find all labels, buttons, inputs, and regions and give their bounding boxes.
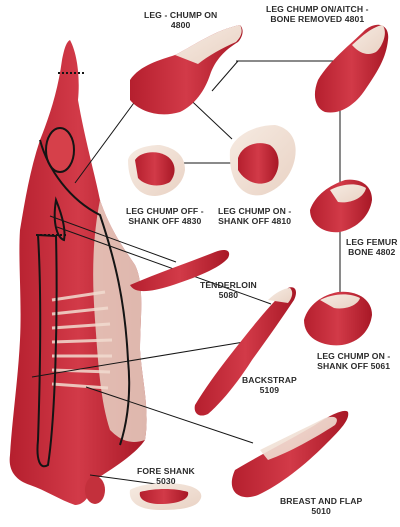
label-name-line2: BONE 4802 [346, 247, 398, 257]
label-name-part: BONE REMOVED [270, 14, 343, 24]
label-name-part: BONE [348, 247, 374, 257]
label-leg-femur-bone: LEG FEMUR BONE 4802 [346, 237, 398, 257]
carcass-loin-outline [39, 139, 131, 446]
label-backstrap: BACKSTRAP 5109 [242, 375, 297, 395]
cut-image-leg-chump-on-shank-off-4810 [229, 125, 296, 196]
label-name-line1: LEG CHUMP ON/AITCH - [266, 4, 369, 14]
label-name: LEG - CHUMP ON [144, 10, 218, 20]
label-name-part: SHANK OFF [218, 216, 270, 226]
carcass-backstrap-outline [36, 233, 58, 468]
label-leg-chump-on: LEG - CHUMP ON 4800 [144, 10, 217, 30]
label-name: BREAST AND FLAP [280, 496, 363, 506]
label-code: 4802 [375, 247, 396, 257]
label-breast-and-flap: BREAST AND FLAP 5010 [280, 496, 362, 516]
label-name-line1: LEG CHUMP ON - [317, 351, 391, 361]
cut-image-breast-and-flap [231, 410, 349, 498]
side-carcass [9, 40, 147, 505]
label-code: 4801 [344, 14, 365, 24]
label-leg-chump-on-aitch-bone-removed: LEG CHUMP ON/AITCH - BONE REMOVED 4801 [266, 4, 369, 24]
label-code: 5030 [156, 476, 176, 486]
label-name-line1: LEG CHUMP OFF - [126, 206, 204, 216]
carcass-fat-flank [93, 200, 147, 442]
label-code: 5080 [218, 290, 239, 300]
label-name-line1: LEG FEMUR [346, 237, 398, 247]
label-leg-chump-on-shank-off-4810: LEG CHUMP ON - SHANK OFF 4810 [218, 206, 291, 226]
label-code: 4800 [170, 20, 191, 30]
label-tenderloin: TENDERLOIN 5080 [200, 280, 257, 300]
carcass-ribs [51, 290, 113, 390]
label-code: 5109 [259, 385, 280, 395]
label-code: 4810 [271, 216, 292, 226]
carcass-tenderloin-outline [53, 196, 66, 242]
label-name-part: SHANK OFF [317, 361, 369, 371]
cut-image-leg-chump-on [130, 25, 243, 115]
cut-image-tenderloin [130, 250, 230, 292]
label-name-line2: SHANK OFF 4830 [126, 216, 204, 226]
cut-image-leg-chump-off-shank-off [128, 145, 185, 196]
label-code: 5061 [370, 361, 391, 371]
label-code: 4830 [181, 216, 202, 226]
connector-lines [31, 60, 341, 485]
label-leg-chump-off-shank-off: LEG CHUMP OFF - SHANK OFF 4830 [126, 206, 204, 226]
label-name-line2: SHANK OFF 5061 [317, 361, 390, 371]
cut-image-fore-shank [129, 483, 202, 510]
cut-image-leg-femur-bone [310, 179, 372, 233]
label-name: FORE SHANK [137, 466, 195, 476]
cut-image-leg-chump-on-shank-off-5061 [304, 291, 372, 346]
label-name-line2: BONE REMOVED 4801 [266, 14, 369, 24]
label-name-line1: LEG CHUMP ON - [218, 206, 292, 216]
label-name: TENDERLOIN [200, 280, 257, 290]
label-leg-chump-on-shank-off-5061: LEG CHUMP ON - SHANK OFF 5061 [317, 351, 390, 371]
carcass-leg-outline [45, 127, 75, 173]
label-fore-shank: FORE SHANK 5030 [137, 466, 195, 486]
label-name-line2: SHANK OFF 4810 [218, 216, 291, 226]
cut-image-backstrap [194, 287, 296, 416]
carcass-shank [85, 476, 105, 504]
cut-image-leg-chump-on-aitch-bone-removed [314, 24, 389, 113]
label-code: 5010 [311, 506, 331, 516]
label-name: BACKSTRAP [242, 375, 297, 385]
label-name-part: SHANK OFF [128, 216, 180, 226]
